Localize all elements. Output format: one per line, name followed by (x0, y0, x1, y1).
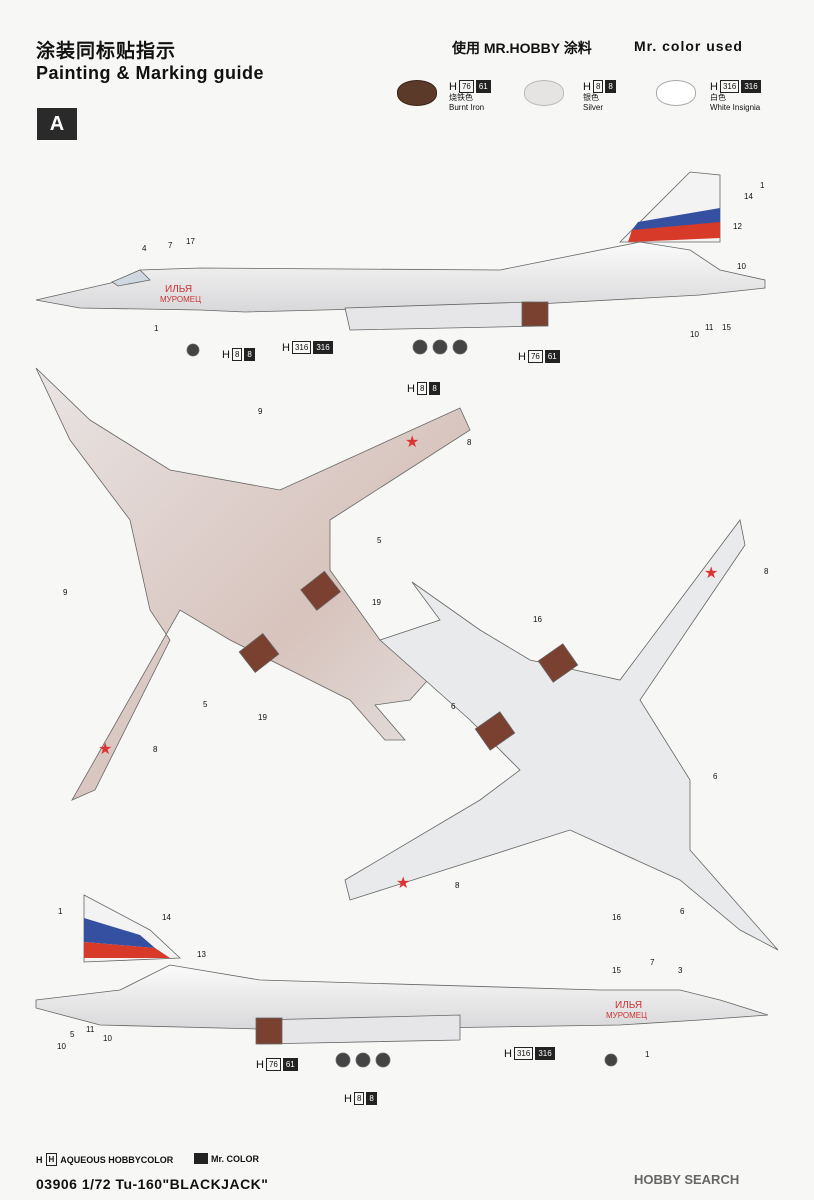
paint-name-cn: 白色 (710, 93, 726, 102)
decal-number: 1 (154, 324, 159, 333)
decal-number: 10 (690, 330, 699, 339)
swatch-circle (397, 80, 437, 106)
side-view-bottom: ИЛЬЯ МУРОМЕЦ (35, 894, 769, 1068)
decal-number: 15 (612, 966, 621, 975)
decal-number: 19 (372, 598, 381, 607)
decal-number: 8 (153, 745, 158, 754)
decal-number: 6 (451, 702, 456, 711)
paint-header-cn: 使用 MR.HOBBY 涂料 (452, 40, 592, 56)
decal-number: 14 (162, 913, 171, 922)
page-title-cn: 涂装同标贴指示 (36, 41, 177, 62)
page-title: Painting & Marking guide (36, 63, 265, 83)
product-id: 03906 1/72 Tu-160"BLACKJACK" (36, 1176, 269, 1192)
decal-number: 8 (455, 881, 460, 890)
decal-number: 16 (612, 913, 621, 922)
decal-number: 10 (737, 262, 746, 271)
sheet-badge: A (37, 108, 77, 140)
decal-number: 8 (467, 438, 472, 447)
decal-number: 6 (713, 772, 718, 781)
star-insignia: ★ (704, 565, 718, 582)
decal-number: 14 (744, 192, 753, 201)
watermark: HOBBY SEARCH (634, 1172, 740, 1187)
side-view-top: ИЛЬЯ МУРОМЕЦ (35, 171, 766, 357)
star-insignia: ★ (98, 741, 112, 758)
paint-swatch-white (656, 80, 696, 106)
decal-number: 8 (764, 567, 769, 576)
paint-name: White Insignia (710, 103, 761, 112)
decal-number: 7 (168, 241, 173, 250)
svg-text:МУРОМЕЦ: МУРОМЕЦ (606, 1011, 647, 1020)
decal-number: 1 (760, 181, 765, 190)
paint-swatch-silver (524, 80, 564, 106)
decal-number: 7 (650, 958, 655, 967)
paint-name-cn: 烧铁色 (449, 93, 473, 102)
star-insignia: ★ (405, 434, 419, 451)
svg-text:ИЛЬЯ: ИЛЬЯ (615, 1000, 642, 1011)
bottom-view: ★ ★ (344, 519, 779, 951)
paint-swatch-burnt-iron (397, 80, 437, 106)
swatch-circle (656, 80, 696, 106)
top-view: ★ ★ (35, 367, 471, 801)
decal-number: 17 (186, 237, 195, 246)
star-insignia: ★ (396, 875, 410, 892)
decal-number: 4 (142, 244, 147, 253)
engine-nozzle (521, 301, 549, 327)
decal-number: 15 (722, 323, 731, 332)
decal-number: 5 (203, 700, 208, 709)
decal-number: 9 (63, 588, 68, 597)
decal-number: 13 (197, 950, 206, 959)
decal-number: 11 (86, 1025, 95, 1034)
decal-number: 1 (645, 1050, 650, 1059)
svg-text:МУРОМЕЦ: МУРОМЕЦ (160, 295, 201, 304)
decal-number: 10 (57, 1042, 66, 1051)
decal-number: 12 (733, 222, 742, 231)
decal-number: 16 (533, 615, 542, 624)
decal-number: 5 (70, 1030, 75, 1039)
decal-number: 1 (58, 907, 63, 916)
paint-header: Mr. color used (634, 38, 743, 54)
svg-text:ИЛЬЯ: ИЛЬЯ (165, 284, 192, 295)
decal-number: 6 (680, 907, 685, 916)
paint-name: Silver (583, 103, 604, 112)
legend-mr-color: Mr. COLOR (194, 1153, 259, 1164)
decal-number: 3 (678, 966, 683, 975)
decal-number: 5 (377, 536, 382, 545)
decal-number: 9 (258, 407, 263, 416)
decal-number: 10 (103, 1034, 112, 1043)
decal-number: 11 (705, 323, 714, 332)
paint-name: Burnt Iron (449, 103, 485, 112)
swatch-circle (524, 80, 564, 106)
nose-wheel (186, 343, 200, 357)
decal-number: 19 (258, 713, 267, 722)
paint-name-cn: 银色 (583, 93, 599, 102)
